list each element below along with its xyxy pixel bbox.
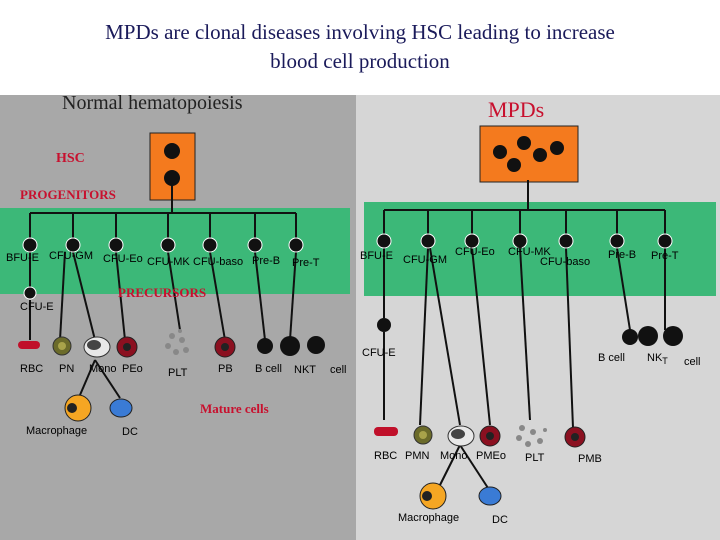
label-plt: PLT — [168, 367, 188, 379]
precursors-label: PRECURSORS — [118, 285, 207, 300]
mpd-label-mono: Mono — [440, 450, 468, 462]
prog-label-cfu-mk: CFU-MK — [147, 256, 190, 268]
prog-label-pre-t: Pre-T — [292, 257, 320, 269]
hsc-cell — [164, 170, 180, 186]
mpd-label-nk-text: NK — [647, 352, 663, 364]
mpd-heading: MPDs — [488, 97, 545, 122]
dc-cell — [109, 398, 133, 418]
bcell-cell — [257, 338, 273, 354]
mpd-label-b-cell: B cell — [598, 352, 625, 364]
label-peo: PEo — [122, 363, 143, 375]
mpd-label-pmn: PMN — [405, 450, 430, 462]
label-pb: PB — [218, 363, 233, 375]
prog-label-pre-b: Pre-B — [252, 255, 281, 267]
label-b-cell: B cell — [255, 363, 282, 375]
title-line-2: blood cell production — [270, 49, 450, 73]
mpd-prog-label-cfu-gm: CFU-GM — [403, 254, 447, 266]
label-cell: cell — [330, 364, 347, 376]
mpd-prog-label-cfu-baso: CFU-baso — [540, 256, 591, 268]
mpd-label-rbc: RBC — [374, 450, 398, 462]
prog-label-cfu-eo: CFU-Eo — [103, 253, 143, 265]
label-dc: DC — [122, 426, 138, 438]
mpd-label-pmb: PMB — [578, 453, 602, 465]
mpd-prog-label-cfu-eo: CFU-Eo — [455, 246, 495, 258]
mpd-prog-label-pre-t: Pre-T — [651, 250, 679, 262]
progenitor-band-mpd — [364, 202, 716, 296]
mpd-label-macrophage: Macrophage — [398, 512, 460, 524]
prog-label-bfu-e: BFU-E — [6, 252, 39, 264]
progenitor-cells-normal — [22, 237, 304, 300]
mpd-label-nk: NKT — [647, 352, 668, 366]
mpd-label-cell: cell — [684, 356, 701, 368]
prog-label-cfu-gm: CFU-GM — [49, 250, 93, 262]
cfu-e-label: CFU-E — [20, 301, 54, 313]
mpd-prog-label-pre-b: Pre-B — [608, 249, 637, 261]
mpd-label-nk-sub: T — [662, 356, 668, 367]
mpd-label-plt: PLT — [525, 452, 545, 464]
slide-title: MPDs are clonal diseases involving HSC l… — [0, 18, 720, 76]
nkt-cell — [280, 336, 300, 356]
normal-heading: Normal hematopoiesis — [62, 92, 243, 114]
label-macrophage: Macrophage — [26, 425, 88, 437]
label-mono: Mono — [89, 363, 117, 375]
hsc-label: HSC — [56, 151, 85, 166]
macrophage-cell — [64, 394, 92, 422]
mpd-prog-label-bfu-e: BFU-E — [360, 250, 393, 262]
mpd-label-pmeo: PMEo — [476, 450, 506, 462]
t-cell — [307, 336, 325, 354]
hsc-cell — [164, 143, 180, 159]
mpd-prog-label-cfu-mk: CFU-MK — [508, 246, 551, 258]
rbc-cell — [18, 341, 40, 349]
progenitors-label: PROGENITORS — [20, 187, 116, 202]
progenitor-cells-mpd — [376, 233, 673, 332]
label-pn: PN — [59, 363, 75, 375]
mature-cells-label: Mature cells — [200, 401, 269, 416]
label-rbc: RBC — [20, 363, 44, 375]
prog-label-cfu-baso: CFU-baso — [193, 256, 244, 268]
plt-cells — [165, 329, 189, 355]
mpd-cfu-e-label: CFU-E — [362, 347, 396, 359]
mpd-label-dc: DC — [492, 514, 508, 526]
title-line-1: MPDs are clonal diseases involving HSC l… — [105, 20, 615, 44]
label-nkt: NKT — [294, 364, 316, 376]
